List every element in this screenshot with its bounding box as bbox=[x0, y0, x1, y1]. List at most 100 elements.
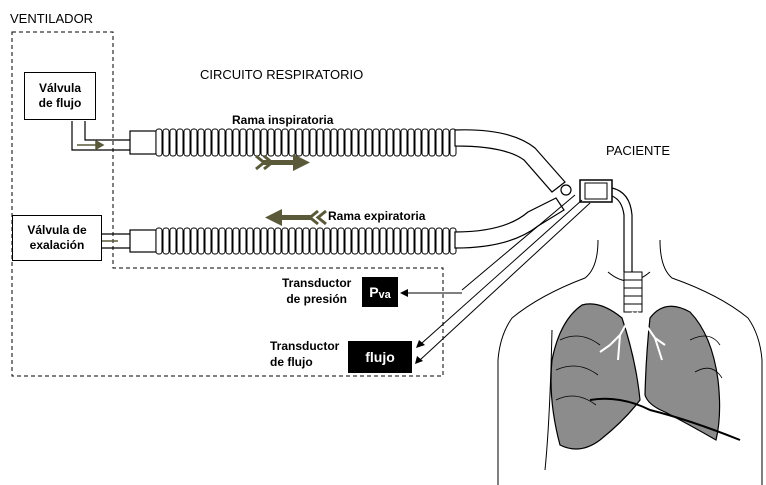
inspiratory-branch-label: Rama inspiratoria bbox=[232, 113, 334, 127]
pva-subscript: va bbox=[378, 289, 391, 301]
flow-transducer-label: Transductor de flujo bbox=[270, 339, 340, 369]
inspiratory-tube-ring bbox=[393, 128, 401, 157]
inspiratory-tube-ring bbox=[365, 128, 373, 157]
inspiratory-tube-ring bbox=[232, 128, 240, 157]
inspiratory-tube-ring bbox=[225, 128, 233, 157]
inspiratory-tube-ring bbox=[155, 128, 163, 157]
expiratory-tube-ring bbox=[407, 227, 415, 255]
inspiratory-tube-ring bbox=[281, 128, 289, 157]
ventilator-label: VENTILADOR bbox=[10, 11, 94, 26]
expiratory-tube-ring bbox=[386, 227, 394, 255]
y-piece-joint bbox=[560, 184, 572, 196]
expiratory-tube-ring bbox=[155, 227, 163, 255]
inspiratory-tube-ring bbox=[358, 128, 366, 157]
inspiratory-tube-ring bbox=[260, 128, 268, 157]
inspiratory-valve-connector bbox=[71, 121, 130, 151]
expiratory-tube-ring bbox=[204, 227, 212, 255]
exhalation-valve-box: Válvula de exalación bbox=[12, 215, 102, 261]
expiratory-tube-ring bbox=[218, 227, 226, 255]
inspiratory-tube-ring bbox=[379, 128, 387, 157]
expiratory-tube-ring bbox=[239, 227, 247, 255]
expiratory-tube-ring bbox=[295, 227, 303, 255]
inspiratory-tube-ring bbox=[274, 128, 282, 157]
inspiratory-tube-ring bbox=[295, 128, 303, 157]
expiratory-tube-ring bbox=[288, 227, 296, 255]
diaphragm bbox=[589, 397, 741, 441]
expiratory-tube-ring bbox=[253, 227, 261, 255]
inspiratory-tube-ring bbox=[344, 128, 352, 157]
pressure-transducer-label: Transductor de presión bbox=[282, 276, 352, 306]
bronchi bbox=[599, 311, 666, 361]
patient-label: PACIENTE bbox=[606, 143, 671, 158]
expiratory-tube-ring bbox=[435, 227, 443, 255]
inspiratory-tube-ring bbox=[372, 128, 380, 157]
ventilator-enclosure bbox=[11, 31, 444, 377]
expiratory-branch-label: Rama expiratoria bbox=[328, 209, 426, 223]
expiratory-tube-ring bbox=[365, 227, 373, 255]
expiratory-tube-cuff bbox=[129, 229, 157, 253]
inspiratory-tube-ring bbox=[253, 128, 261, 157]
inspiratory-tube-bend bbox=[454, 129, 566, 193]
expiratory-tube-bend bbox=[454, 197, 565, 249]
expiratory-tube-ring bbox=[232, 227, 240, 255]
inspiratory-flow-arrow bbox=[255, 154, 310, 171]
expiratory-tube-ring bbox=[260, 227, 268, 255]
inspiratory-tube-ring bbox=[414, 128, 422, 157]
patient-torso bbox=[497, 239, 763, 485]
flujo-box: flujo bbox=[348, 341, 412, 373]
inspiratory-tube-ring bbox=[428, 128, 436, 157]
inspiratory-tube-ring bbox=[309, 128, 317, 157]
inspiratory-tube-ring bbox=[407, 128, 415, 157]
inspiratory-tube-ring bbox=[211, 128, 219, 157]
expiratory-tube-ring bbox=[393, 227, 401, 255]
inspiratory-tube-ring bbox=[246, 128, 254, 157]
expiratory-tube-ring bbox=[344, 227, 352, 255]
expiratory-flow-arrow bbox=[265, 209, 327, 226]
expiratory-tube-ring bbox=[197, 227, 205, 255]
expiratory-tube-ring bbox=[442, 227, 450, 255]
inspiratory-tube-ring bbox=[288, 128, 296, 157]
expiratory-tube-ring bbox=[316, 227, 324, 255]
inspiratory-tube-ring bbox=[218, 128, 226, 157]
expiratory-tube-ring bbox=[351, 227, 359, 255]
inspiratory-tube bbox=[129, 128, 457, 157]
expiratory-tube-ring bbox=[162, 227, 170, 255]
expiratory-tube-ring bbox=[428, 227, 436, 255]
expiratory-tube-ring bbox=[183, 227, 191, 255]
expiratory-tube-ring bbox=[225, 227, 233, 255]
expiratory-tube-ring bbox=[281, 227, 289, 255]
expiratory-tube-ring bbox=[302, 227, 310, 255]
inspiratory-tube-ring bbox=[190, 128, 198, 157]
inspiratory-tube-ring bbox=[267, 128, 275, 157]
inspiratory-tube-ring bbox=[351, 128, 359, 157]
expiratory-tube-ring bbox=[414, 227, 422, 255]
expiratory-tube-ring bbox=[358, 227, 366, 255]
expiratory-valve-connector bbox=[102, 233, 130, 249]
inspiratory-tube-ring bbox=[302, 128, 310, 157]
inspiratory-tube-ring bbox=[176, 128, 184, 157]
flow-sensor-line-a bbox=[421, 199, 583, 344]
expiratory-tube-ring bbox=[176, 227, 184, 255]
expiratory-tube-ring bbox=[330, 227, 338, 255]
flow-valve-box: Válvula de flujo bbox=[24, 72, 96, 120]
expiratory-tube-ring bbox=[379, 227, 387, 255]
endotracheal-tube bbox=[611, 187, 633, 272]
flow-sensor-line-b bbox=[419, 202, 591, 361]
expiratory-tube-ring bbox=[274, 227, 282, 255]
circuit-label: CIRCUITO RESPIRATORIO bbox=[200, 67, 364, 82]
pressure-sensor-line bbox=[461, 194, 576, 291]
inspiratory-tube-ring bbox=[162, 128, 170, 157]
ribs bbox=[555, 335, 723, 406]
expiratory-tube bbox=[129, 227, 457, 255]
inspiratory-tube-ring bbox=[435, 128, 443, 157]
inspiratory-tube-ring bbox=[239, 128, 247, 157]
expiratory-tube-ring bbox=[337, 227, 345, 255]
valve-flow-arrow-out bbox=[77, 139, 105, 151]
expiratory-tube-ring bbox=[267, 227, 275, 255]
expiratory-tube-ring bbox=[246, 227, 254, 255]
expiratory-tube-ring bbox=[400, 227, 408, 255]
inspiratory-tube-ring bbox=[337, 128, 345, 157]
